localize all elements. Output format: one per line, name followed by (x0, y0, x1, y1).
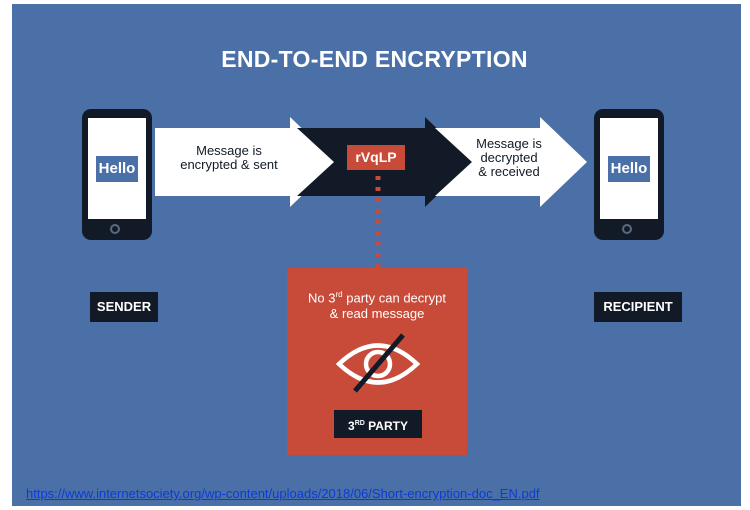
recipient-message-bubble: Hello (608, 156, 650, 182)
encrypt-line-1: Message is (196, 143, 262, 158)
third-party-line-2: & read message (329, 306, 425, 322)
recipient-phone-screen: Hello (600, 118, 658, 219)
home-button-icon (110, 224, 120, 234)
sender-phone-screen: Hello (88, 118, 146, 219)
third-party-label: 3RD PARTY (334, 410, 422, 438)
third-party-text: No 3rd party can decrypt & read message (287, 287, 467, 322)
sender-label: SENDER (90, 292, 158, 322)
sender-phone: Hello (82, 109, 152, 240)
home-button-icon (622, 224, 632, 234)
recipient-phone: Hello (594, 109, 664, 240)
encrypt-line-2: encrypted & sent (180, 157, 278, 172)
decrypt-step-text: Message is decrypted & received (466, 137, 552, 179)
encrypt-arrow (155, 117, 337, 207)
sender-message-bubble: Hello (96, 156, 138, 182)
eye-slash-icon (335, 333, 421, 393)
decrypt-line-1: Message is (476, 136, 542, 151)
third-party-line-1: No 3rd party can decrypt (308, 290, 446, 306)
ciphertext-badge: rVqLP (347, 145, 405, 170)
decrypt-line-3: & received (478, 164, 540, 179)
source-link[interactable]: https://www.internetsociety.org/wp-conte… (26, 486, 540, 501)
recipient-label: RECIPIENT (594, 292, 682, 322)
decrypt-arrow (435, 117, 587, 207)
diagram-title: END-TO-END ENCRYPTION (221, 46, 528, 72)
encrypt-step-text: Message is encrypted & sent (175, 144, 283, 172)
decrypt-line-2: decrypted (480, 150, 538, 165)
